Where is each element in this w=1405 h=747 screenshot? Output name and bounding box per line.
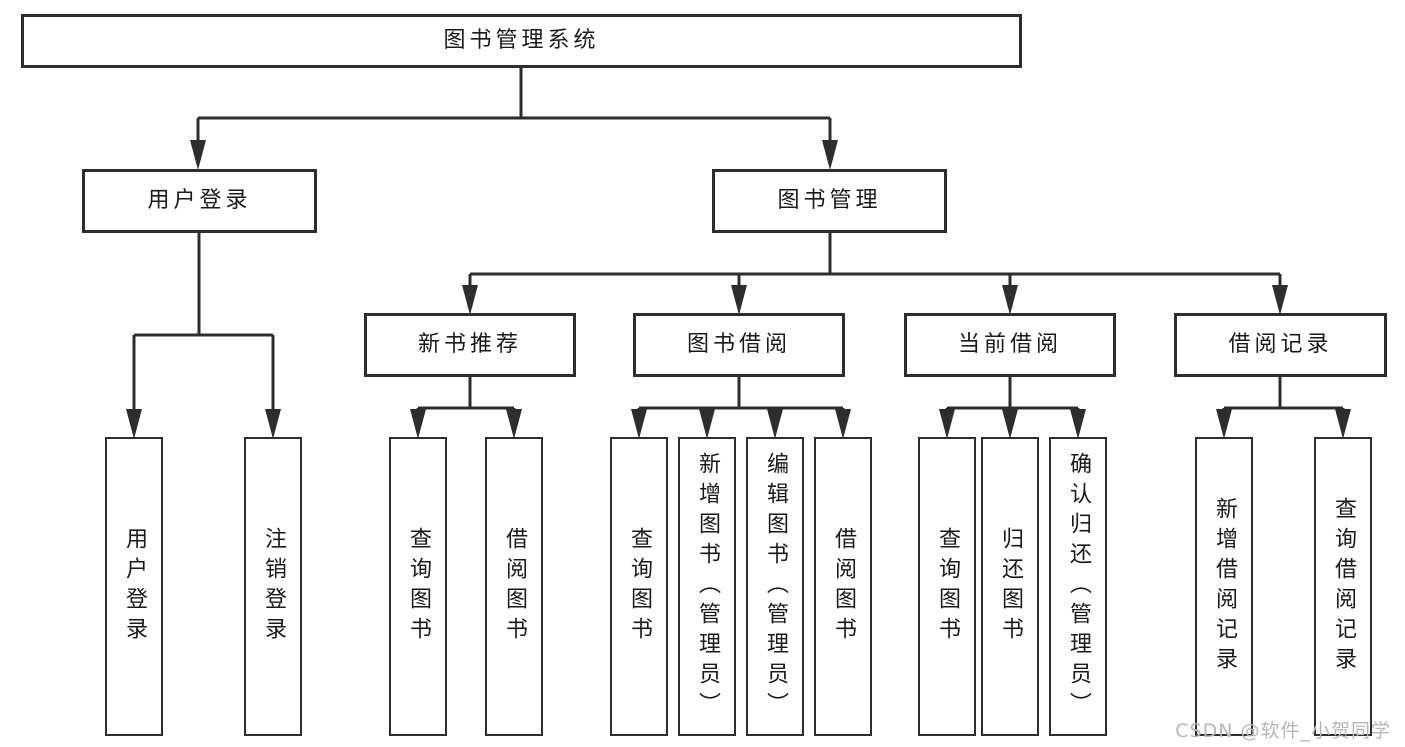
- leaf-query-books-current: 查询图书: [918, 437, 976, 736]
- leaf-add-book-admin: 新增图书（管理员）: [678, 437, 736, 736]
- arrowhead-down-icon: [835, 409, 851, 439]
- arrowhead-down-icon: [190, 140, 206, 170]
- connector-lines: [132, 68, 1345, 412]
- leaf-borrow-books: 借阅图书: [814, 437, 872, 736]
- arrowhead-down-icon: [265, 409, 281, 439]
- node-root-system: 图书管理系统: [21, 14, 1022, 68]
- node-new-book-recommend: 新书推荐: [364, 313, 576, 377]
- arrowhead-down-icon: [731, 285, 747, 315]
- watermark: CSDN @软件_小贺同学: [1175, 720, 1391, 742]
- node-borrow-records: 借阅记录: [1174, 313, 1387, 377]
- arrowheads: [126, 140, 1351, 439]
- arrowhead-down-icon: [1272, 285, 1288, 315]
- leaf-add-borrow-record: 新增借阅记录: [1195, 437, 1253, 736]
- arrowhead-down-icon: [1002, 409, 1018, 439]
- node-book-management-branch: 图书管理: [712, 169, 947, 233]
- arrowhead-down-icon: [410, 409, 426, 439]
- leaf-borrow-books-recommend: 借阅图书: [485, 437, 543, 736]
- arrowhead-down-icon: [767, 409, 783, 439]
- arrowhead-down-icon: [1002, 285, 1018, 315]
- leaf-confirm-return-admin: 确认归还（管理员）: [1049, 437, 1107, 736]
- arrowhead-down-icon: [462, 285, 478, 315]
- leaf-query-books-borrow: 查询图书: [610, 437, 668, 736]
- leaf-user-login: 用户登录: [105, 437, 163, 736]
- arrowhead-down-icon: [1216, 409, 1232, 439]
- arrowhead-down-icon: [822, 140, 838, 170]
- leaf-query-books-recommend: 查询图书: [389, 437, 447, 736]
- leaf-logout: 注销登录: [244, 437, 302, 736]
- arrowhead-down-icon: [506, 409, 522, 439]
- arrowhead-down-icon: [939, 409, 955, 439]
- arrowhead-down-icon: [699, 409, 715, 439]
- arrowhead-down-icon: [126, 409, 142, 439]
- arrowhead-down-icon: [1070, 409, 1086, 439]
- node-book-borrow: 图书借阅: [633, 313, 845, 377]
- node-current-borrow: 当前借阅: [904, 313, 1116, 377]
- node-user-login-branch: 用户登录: [82, 169, 317, 233]
- arrowhead-down-icon: [631, 409, 647, 439]
- leaf-edit-book-admin: 编辑图书（管理员）: [746, 437, 804, 736]
- leaf-return-book: 归还图书: [981, 437, 1039, 736]
- leaf-query-borrow-record: 查询借阅记录: [1314, 437, 1372, 736]
- arrowhead-down-icon: [1335, 409, 1351, 439]
